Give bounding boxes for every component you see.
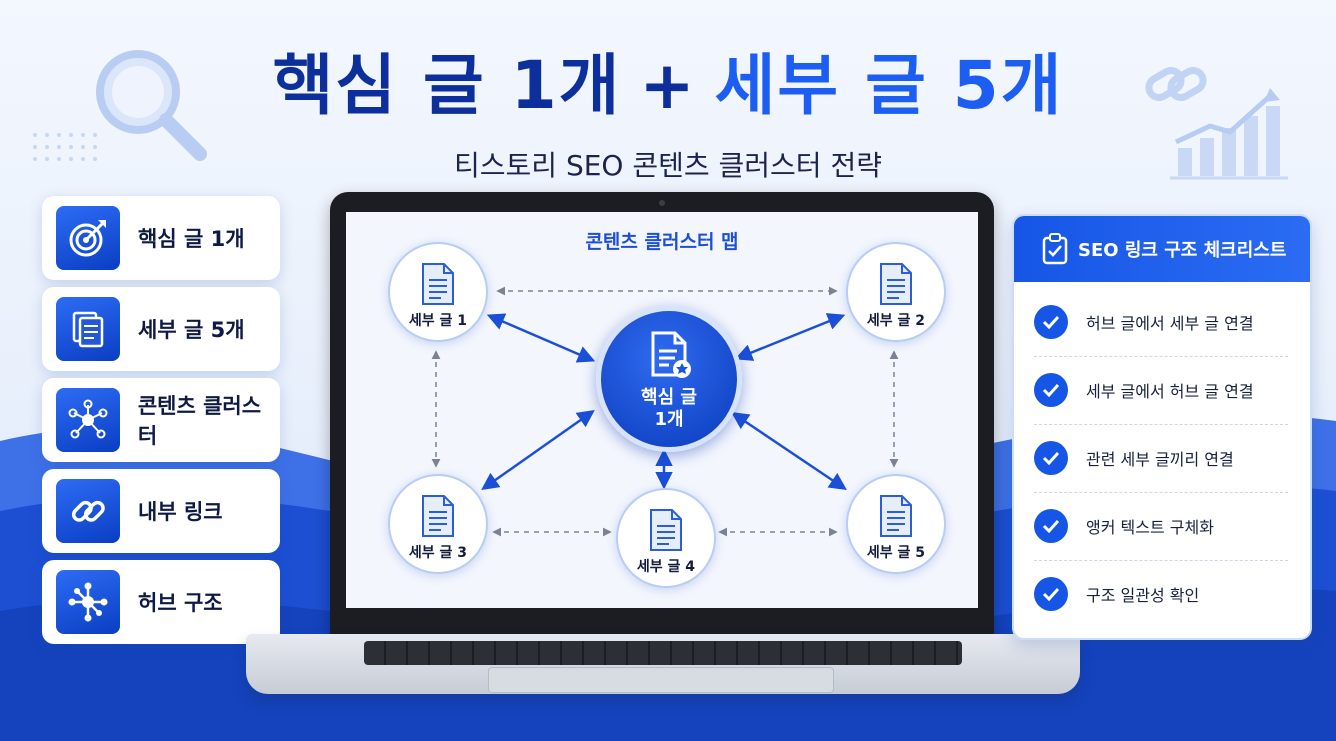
magnifier-icon xyxy=(96,50,207,161)
laptop-trackpad xyxy=(488,667,834,693)
checklist-item-text: 구조 일관성 확인 xyxy=(1086,586,1200,605)
document-icon xyxy=(650,509,682,551)
checklist-item-text: 세부 글에서 허브 글 연결 xyxy=(1086,382,1254,401)
subtitle: 티스토리 SEO 콘텐츠 클러스터 전략 xyxy=(454,149,882,182)
left-card-label: 핵심 글 1개 xyxy=(138,227,245,251)
clipboard-check-icon xyxy=(1042,233,1068,265)
left-card-detail-posts: 세부 글 5개 xyxy=(42,287,280,371)
checklist-item: 구조 일관성 확인 xyxy=(1034,560,1288,628)
cluster-map-title: 콘텐츠 클러스터 맵 xyxy=(585,231,739,253)
left-card-content-cluster: 콘텐츠 클러스터 xyxy=(42,378,280,462)
laptop-keyboard xyxy=(364,641,962,665)
documents-icon xyxy=(56,297,120,361)
node-label: 세부 글 1 xyxy=(408,313,468,329)
target-icon xyxy=(56,206,120,270)
main-title: 핵심 글 1개+세부 글 5개 xyxy=(0,46,1336,126)
left-card-label: 세부 글 5개 xyxy=(138,318,245,342)
checklist-item-text: 허브 글에서 세부 글 연결 xyxy=(1086,314,1254,333)
left-card-internal-link: 내부 링크 xyxy=(42,469,280,553)
hub-label: 핵심 글 1개 xyxy=(601,387,737,431)
laptop-camera xyxy=(659,200,665,206)
checklist-item: 관련 세부 글끼리 연결 xyxy=(1034,424,1288,493)
title-core: 핵심 글 1개 xyxy=(272,47,622,124)
detail-node-4: 세부 글 4 xyxy=(616,488,716,588)
checkmark-icon xyxy=(1034,305,1068,339)
checklist-item-text: 앵커 텍스트 구체화 xyxy=(1086,518,1214,537)
left-card-label: 콘텐츠 클러스터 xyxy=(137,394,262,448)
hub-node: 핵심 글 1개 xyxy=(596,306,742,452)
detail-node-1: 세부 글 1 xyxy=(388,242,488,342)
checkmark-icon xyxy=(1034,373,1068,407)
hub-label-line1: 핵심 글 xyxy=(641,387,697,408)
detail-node-3: 세부 글 3 xyxy=(388,474,488,574)
document-icon xyxy=(422,263,454,305)
left-card-hub-structure: 허브 구조 xyxy=(42,560,280,644)
dot-pattern xyxy=(33,133,97,161)
node-label: 세부 글 4 xyxy=(636,559,696,575)
left-card-core-post: 핵심 글 1개 xyxy=(42,196,280,280)
title-detail: 세부 글 5개 xyxy=(714,47,1064,124)
checkmark-icon xyxy=(1034,509,1068,543)
connector-hub-node5 xyxy=(731,412,847,490)
hub-label-line2: 1개 xyxy=(654,409,684,430)
document-icon xyxy=(880,495,912,537)
node-label: 세부 글 2 xyxy=(866,313,926,329)
chain-link-icon xyxy=(1145,67,1207,101)
document-icon xyxy=(422,495,454,537)
seo-checklist-card: SEO 링크 구조 체크리스트 허브 글에서 세부 글 연결 세부 글에서 허브… xyxy=(1012,214,1312,640)
title-plus: + xyxy=(639,47,697,124)
detail-node-2: 세부 글 2 xyxy=(846,242,946,342)
link-icon xyxy=(56,479,120,543)
document-icon xyxy=(880,263,912,305)
growth-chart-icon xyxy=(1170,88,1288,180)
checklist-item: 허브 글에서 세부 글 연결 xyxy=(1034,288,1288,357)
cluster-icon xyxy=(56,388,120,452)
left-card-label: 내부 링크 xyxy=(138,500,223,524)
checklist-item: 앵커 텍스트 구체화 xyxy=(1034,492,1288,561)
detail-node-5: 세부 글 5 xyxy=(846,474,946,574)
hub-icon xyxy=(56,570,120,634)
checklist-item-text: 관련 세부 글끼리 연결 xyxy=(1086,450,1234,469)
left-card-label: 허브 구조 xyxy=(138,591,223,615)
checklist-item: 세부 글에서 허브 글 연결 xyxy=(1034,356,1288,425)
checklist-title: SEO 링크 구조 체크리스트 xyxy=(1078,240,1287,261)
connector-hub-node2 xyxy=(734,313,846,361)
node-label: 세부 글 3 xyxy=(408,545,468,561)
checkmark-icon xyxy=(1034,577,1068,611)
connector-hub-node1 xyxy=(486,313,596,363)
starred-document-icon xyxy=(651,331,691,378)
connector-hub-node3 xyxy=(481,409,595,491)
checklist-header: SEO 링크 구조 체크리스트 xyxy=(1014,216,1310,282)
checkmark-icon xyxy=(1034,441,1068,475)
node-label: 세부 글 5 xyxy=(866,545,926,561)
